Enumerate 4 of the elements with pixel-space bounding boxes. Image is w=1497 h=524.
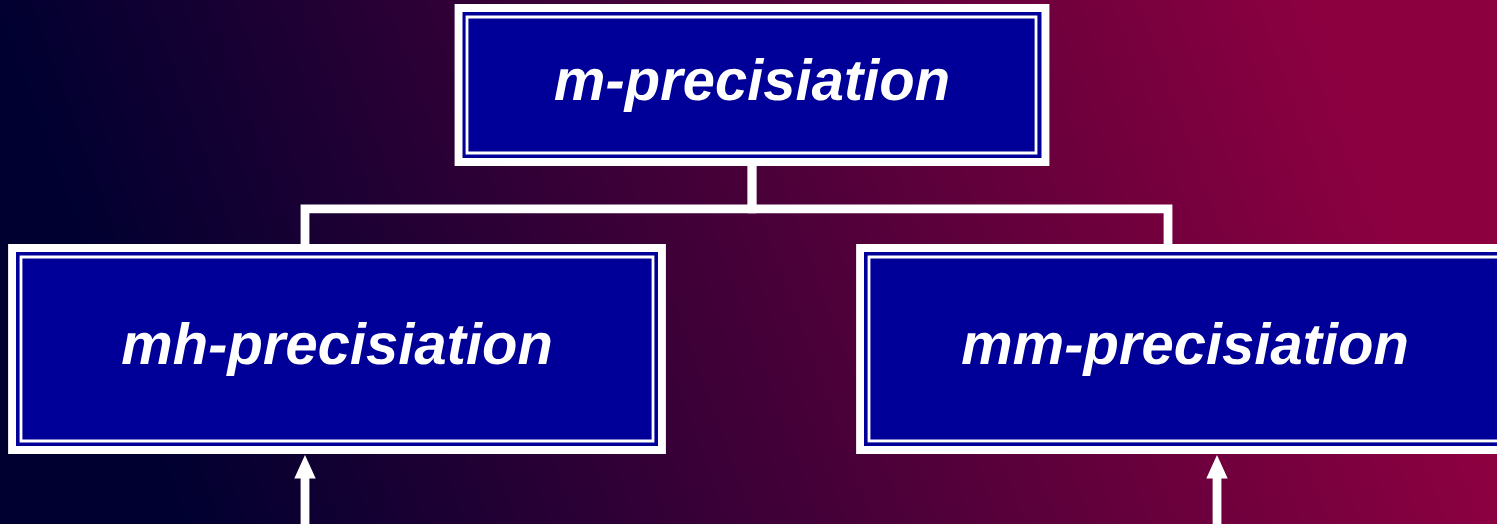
connector [747, 165, 1173, 245]
label-box: m-precisiation [454, 4, 1050, 166]
label-box: mm-precisiation [856, 244, 1497, 454]
label-box: mh-precisiation [8, 244, 666, 454]
